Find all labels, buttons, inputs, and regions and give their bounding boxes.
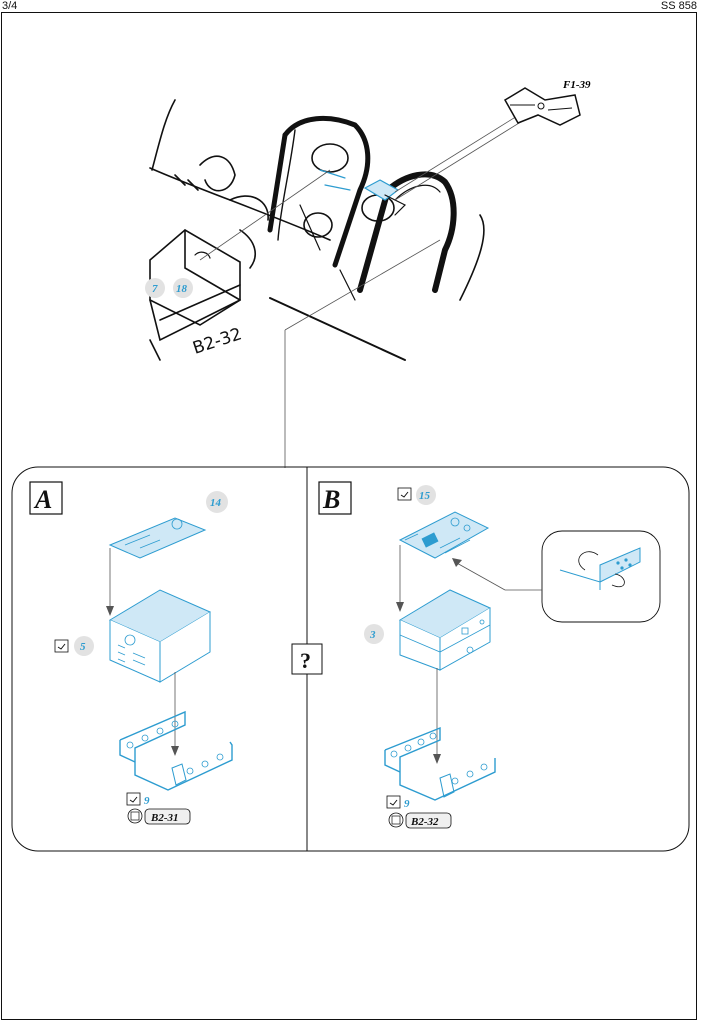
leader-lines [199,107,541,468]
reference-icon [127,808,143,824]
check-box-b-15 [397,487,412,501]
ref-label-b-box [405,812,452,829]
check-box-a-9 [126,792,141,806]
bubble-a-5 [74,636,94,656]
option-b-letter-box [318,481,352,515]
bubble-b-3-number: 3 [369,629,376,641]
cockpit-illustration: B2-32 [149,99,485,361]
part-callout-f1-39: F1-39 [562,79,591,91]
part-b-9-number: 9 [404,798,410,810]
bubble-18-number: 18 [176,283,188,295]
option-b-letter: B [322,485,340,514]
option-a-letter-box [29,481,63,515]
check-box-a-5 [54,639,69,653]
bubble-b-3 [364,624,384,644]
check-box-b-9 [386,795,401,809]
bubble-a-5-number: 5 [80,641,86,653]
option-b: B 15 3 [318,481,661,829]
option-a-panel [108,517,207,559]
bubble-a-14-number: 14 [210,497,222,509]
bubble-b-15-number: 15 [419,490,431,502]
reference-icon-b [388,812,404,828]
option-a: A 14 5 9 [29,481,233,825]
part-a-9-number: 9 [144,795,150,807]
bubble-a-14 [206,491,228,513]
bubble-7 [145,278,165,298]
product-code: SS 858 [660,0,697,12]
option-a-letter: A [33,485,52,514]
ref-label-a-box [144,808,191,825]
handwritten-note: B2-32 [190,324,244,359]
part-f1-39 [503,87,581,126]
bubble-18 [173,278,193,298]
bubble-7-number: 7 [152,283,158,295]
page-number: 3/4 [2,0,18,12]
choice-box [291,643,323,675]
bubble-b-15 [416,485,436,505]
ref-label-a: B2-31 [150,812,179,824]
option-b-panel [398,511,490,559]
page-frame [1,12,697,1020]
choice-symbol: ? [300,648,311,673]
ref-label-b: B2-32 [410,816,439,828]
options-container [11,466,690,852]
